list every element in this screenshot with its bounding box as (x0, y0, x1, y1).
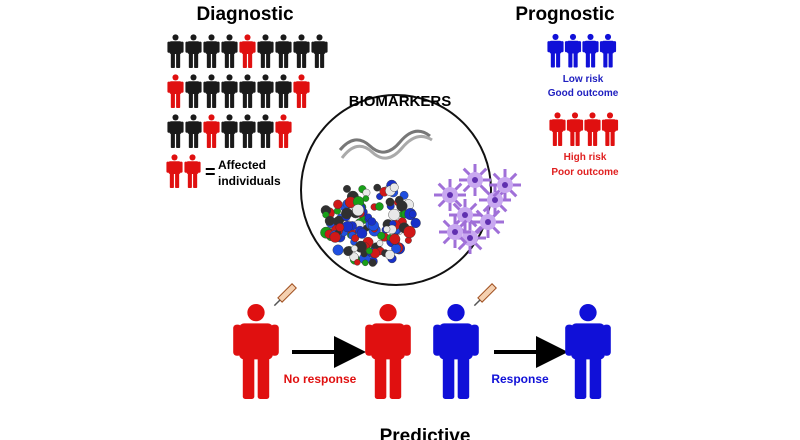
syringe-icon (473, 283, 497, 307)
cell-nucleus (485, 219, 491, 225)
non-responder-red-icon (365, 303, 411, 399)
low-risk-person-icon (582, 33, 599, 68)
protein-atom (365, 247, 373, 255)
responder-blue-icon (565, 303, 611, 399)
protein-atom (335, 223, 345, 232)
cell-nucleus (467, 235, 473, 241)
affected-person-icon (293, 74, 310, 108)
no-response-label: No response (284, 372, 357, 386)
protein-atom (362, 259, 369, 267)
protein-structure-icon (320, 179, 421, 267)
high-risk-person-icon (549, 112, 566, 146)
low-risk-label: Low risk (563, 74, 604, 85)
diagnostic-title: Diagnostic (196, 4, 294, 25)
unaffected-person-icon (257, 34, 274, 68)
syringe-icon (273, 283, 297, 307)
unaffected-person-icon (275, 74, 292, 108)
unaffected-person-icon (185, 34, 202, 68)
protein-atom (354, 259, 361, 266)
affected-person-icon (239, 34, 256, 68)
untreated-patient-red-icon (233, 303, 279, 399)
affected-person-icon (275, 114, 292, 148)
protein-atom (408, 210, 417, 218)
protein-atom (351, 245, 358, 252)
biomarkers-title: BIOMARKERS (349, 93, 452, 110)
unaffected-person-icon (185, 74, 202, 108)
protein-atom (368, 258, 377, 267)
protein-atom (389, 182, 399, 192)
unaffected-person-icon (221, 114, 238, 148)
protein-atom (375, 202, 384, 211)
low-risk-person-icon (547, 33, 564, 68)
predictive-title: Predictive (380, 426, 471, 440)
protein-atom (332, 244, 344, 256)
protein-atom (343, 184, 351, 193)
cell-nucleus (502, 182, 508, 188)
protein-atom (383, 225, 391, 233)
unaffected-person-icon (257, 74, 274, 108)
unaffected-person-icon (221, 74, 238, 108)
legend-individuals: individuals (218, 174, 281, 188)
dna-strand-icon (338, 129, 433, 160)
cell-nucleus (452, 229, 458, 235)
unaffected-person-icon (311, 34, 328, 68)
protein-atom (333, 199, 343, 210)
protein-atom (410, 217, 421, 229)
protein-atom (384, 249, 395, 260)
untreated-patient-blue-icon (433, 303, 479, 399)
affected-person-icon (167, 74, 184, 108)
unaffected-person-icon (239, 74, 256, 108)
cell-cluster-icon (434, 164, 521, 254)
cell-nucleus (492, 197, 498, 203)
protein-atom (324, 215, 335, 226)
protein-atom (351, 234, 360, 243)
high-risk-person-icon (566, 112, 584, 146)
protein-atom (385, 197, 395, 207)
protein-atom (329, 231, 341, 243)
high-risk-group (549, 112, 619, 146)
protein-atom (389, 233, 401, 245)
cell-nucleus (462, 212, 468, 218)
prognostic-title: Prognostic (515, 4, 615, 25)
high-risk-person-icon (601, 112, 619, 146)
protein-atom (377, 231, 386, 240)
affected-legend-person-icon (166, 154, 183, 188)
protein-atom (341, 207, 353, 220)
protein-atom (356, 228, 368, 239)
response-label: Response (491, 372, 549, 386)
good-outcome-label: Good outcome (548, 88, 619, 99)
affected-legend-person-icon (184, 154, 201, 188)
legend-equals: = (205, 162, 216, 182)
high-risk-label: High risk (564, 152, 607, 163)
low-risk-person-icon (564, 33, 582, 68)
unaffected-person-icon (185, 114, 202, 148)
poor-outcome-label: Poor outcome (551, 167, 619, 178)
unaffected-person-icon (239, 114, 256, 148)
low-risk-person-icon (599, 33, 617, 68)
biomarkers-circle (300, 94, 492, 286)
protein-atom (395, 195, 404, 205)
unaffected-person-icon (257, 114, 274, 148)
protein-atom (352, 204, 365, 217)
unaffected-person-icon (167, 34, 184, 68)
protein-atom (388, 208, 401, 221)
legend-affected: Affected (218, 158, 266, 172)
unaffected-person-icon (221, 34, 238, 68)
diagnostic-population-grid (167, 34, 328, 148)
low-risk-group (547, 33, 617, 68)
protein-atom (373, 183, 382, 192)
cell-nucleus (472, 177, 478, 183)
protein-atom (404, 236, 412, 244)
protein-atom (367, 217, 377, 226)
unaffected-person-icon (203, 34, 220, 68)
protein-atom (376, 240, 384, 247)
unaffected-person-icon (203, 74, 220, 108)
unaffected-person-icon (275, 34, 292, 68)
unaffected-person-icon (293, 34, 310, 68)
protein-atom (403, 225, 416, 239)
affected-person-icon (203, 114, 220, 148)
high-risk-person-icon (584, 112, 601, 146)
cell-nucleus (447, 192, 453, 198)
unaffected-person-icon (167, 114, 184, 148)
